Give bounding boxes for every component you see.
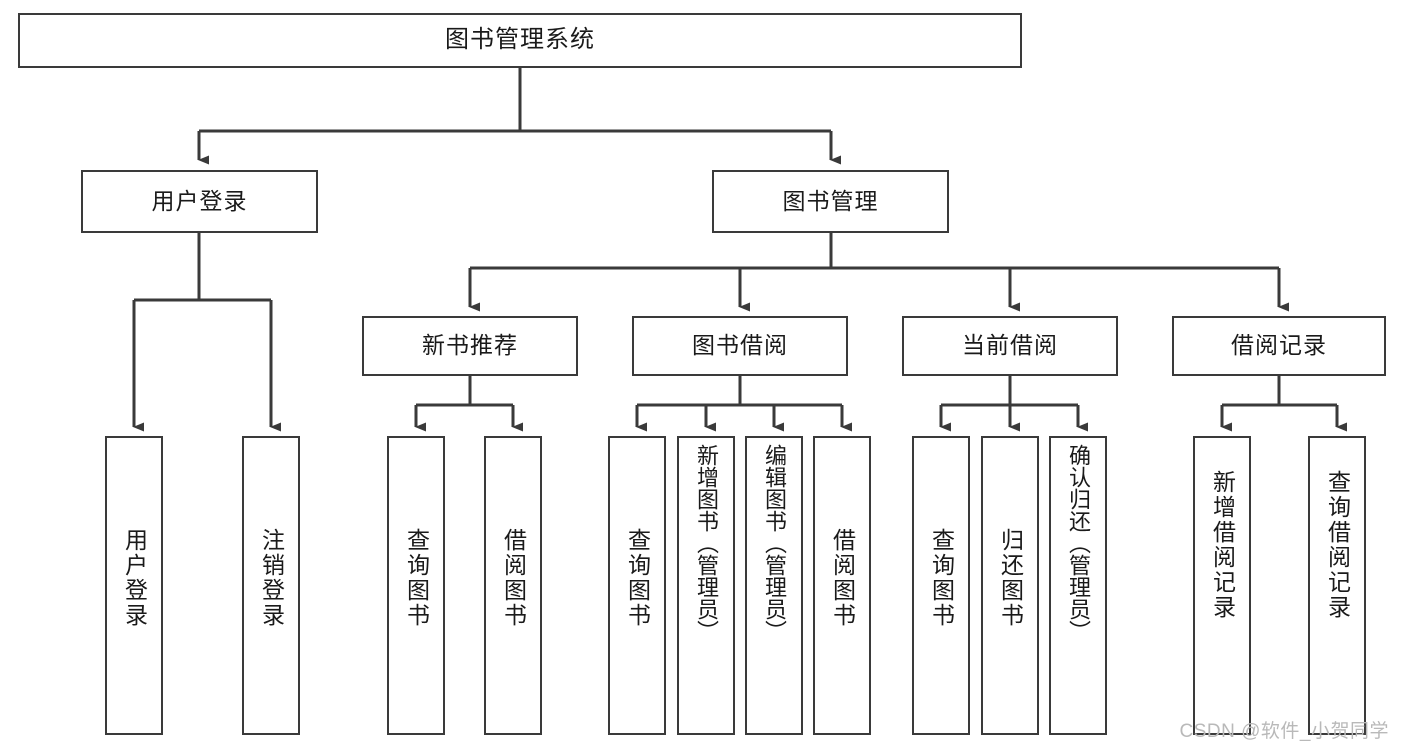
node-label: 新书推荐 [422, 332, 518, 359]
node-label: 查询图书 [624, 528, 651, 628]
leaf-new-book-query-book[interactable]: 查询图书 [387, 436, 445, 735]
node-new-book-recommend[interactable]: 新书推荐 [362, 316, 578, 376]
leaf-borrow-record-add-record[interactable]: 新增借阅记录 [1193, 436, 1251, 735]
node-label: 图书管理 [782, 187, 879, 214]
leaf-borrow-record-query-record[interactable]: 查询借阅记录 [1308, 436, 1366, 735]
node-label: 图书借阅 [692, 332, 788, 359]
leaf-current-borrow-return-book[interactable]: 归还图书 [981, 436, 1039, 735]
node-label: 图书管理系统 [445, 26, 595, 54]
leaf-book-borrow-add-book-admin[interactable]: 新增图书（管理员） [677, 436, 735, 735]
node-label: 用户登录 [121, 528, 148, 628]
node-book-management[interactable]: 图书管理 [712, 170, 949, 233]
node-label: 归还图书 [997, 528, 1024, 628]
leaf-new-book-borrow-book[interactable]: 借阅图书 [484, 436, 542, 735]
leaf-user-login-login[interactable]: 用户登录 [105, 436, 163, 735]
node-label: 确认归还（管理员） [1066, 444, 1091, 642]
node-book-borrow[interactable]: 图书借阅 [632, 316, 848, 376]
node-label: 借阅图书 [829, 528, 856, 628]
leaf-current-borrow-query-book[interactable]: 查询图书 [912, 436, 970, 735]
leaf-user-login-logout[interactable]: 注销登录 [242, 436, 300, 735]
node-root-book-management-system[interactable]: 图书管理系统 [18, 13, 1022, 68]
node-label: 查询图书 [403, 528, 430, 628]
node-label: 新增借阅记录 [1209, 470, 1236, 620]
node-label: 查询图书 [928, 528, 955, 628]
watermark: CSDN @软件_小贺同学 [1179, 721, 1389, 742]
node-label: 新增图书（管理员） [694, 444, 719, 642]
node-label: 借阅记录 [1231, 332, 1327, 359]
node-label: 当前借阅 [962, 332, 1058, 359]
node-label: 注销登录 [258, 528, 285, 628]
leaf-book-borrow-edit-book-admin[interactable]: 编辑图书（管理员） [745, 436, 803, 735]
node-borrow-record[interactable]: 借阅记录 [1172, 316, 1386, 376]
leaf-book-borrow-borrow-book[interactable]: 借阅图书 [813, 436, 871, 735]
node-user-login[interactable]: 用户登录 [81, 170, 318, 233]
leaf-current-borrow-confirm-return-admin[interactable]: 确认归还（管理员） [1049, 436, 1107, 735]
node-label: 借阅图书 [500, 528, 527, 628]
node-label: 编辑图书（管理员） [762, 444, 787, 642]
node-label: 查询借阅记录 [1324, 470, 1351, 620]
leaf-book-borrow-query-book[interactable]: 查询图书 [608, 436, 666, 735]
node-label: 用户登录 [151, 187, 248, 214]
node-current-borrow[interactable]: 当前借阅 [902, 316, 1118, 376]
